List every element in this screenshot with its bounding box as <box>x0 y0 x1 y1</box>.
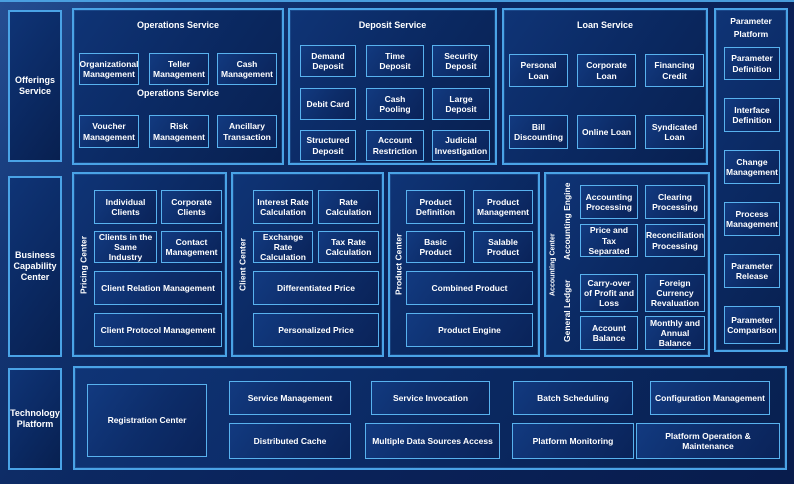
pricing-box: Client Protocol Management <box>94 313 222 347</box>
parameter-box: Parameter Comparison <box>724 306 780 344</box>
accounting-engine-label: Accounting Engine <box>562 182 572 260</box>
parameter-box: Interface Definition <box>724 98 780 132</box>
client-box: Rate Calculation <box>318 190 379 224</box>
product-center-label: Product Center <box>393 233 404 296</box>
client-box: Differentiated Price <box>253 271 379 305</box>
accounting-box: Carry-over of Profit and Loss <box>580 274 638 312</box>
accounting-center-label: Accounting Center <box>549 233 557 296</box>
client-box: Tax Rate Calculation <box>318 231 379 263</box>
client-center-panel: Client Center Interest Rate Calculation … <box>231 172 384 357</box>
pricing-box: Client Relation Management <box>94 271 222 305</box>
deposit-box: Time Deposit <box>366 45 424 77</box>
loan-box: Corporate Loan <box>577 54 636 87</box>
technology-box: Platform Monitoring <box>512 423 634 459</box>
operations-service-subtitle: Operations Service <box>136 88 220 98</box>
deposit-box: Structured Deposit <box>300 130 356 161</box>
operations-box: Organizational Management <box>79 53 139 85</box>
accounting-box: Reconciliation Processing <box>645 224 705 257</box>
parameter-platform-title-line1: Parameter <box>730 16 772 26</box>
technology-platform-panel: Registration Center Service Management S… <box>73 366 787 470</box>
loan-service-title: Loan Service <box>576 20 634 30</box>
accounting-center-panel: Accounting Center Accounting Engine Gene… <box>544 172 710 357</box>
product-box: Basic Product <box>406 231 465 263</box>
general-ledger-label: General Ledger <box>562 279 572 343</box>
parameter-box: Parameter Release <box>724 254 780 288</box>
client-box: Personalized Price <box>253 313 379 347</box>
product-box: Combined Product <box>406 271 533 305</box>
pricing-center-label: Pricing Center <box>78 235 89 294</box>
operations-box: Cash Management <box>217 53 277 85</box>
accounting-box: Monthly and Annual Balance <box>645 316 705 350</box>
accounting-box: Foreign Currency Revaluation <box>645 274 705 312</box>
client-box: Interest Rate Calculation <box>253 190 313 224</box>
deposit-service-panel: Deposit Service Demand Deposit Time Depo… <box>288 8 497 165</box>
deposit-box: Account Restriction <box>366 130 424 161</box>
loan-box: Financing Credit <box>645 54 704 87</box>
rail-technology-platform: Technology Platform <box>8 368 62 470</box>
parameter-platform-panel: Parameter Platform Parameter Definition … <box>714 8 788 352</box>
technology-box: Configuration Management <box>650 381 770 415</box>
deposit-box: Demand Deposit <box>300 45 356 77</box>
accounting-box: Price and Tax Separated <box>580 224 638 257</box>
technology-box: Batch Scheduling <box>513 381 633 415</box>
technology-box: Service Invocation <box>371 381 490 415</box>
accounting-box: Accounting Processing <box>580 185 638 219</box>
deposit-box: Cash Pooling <box>366 88 424 120</box>
operations-box: Voucher Management <box>79 115 139 148</box>
operations-service-panel: Operations Service Organizational Manage… <box>72 8 284 165</box>
technology-box: Registration Center <box>87 384 207 457</box>
parameter-box: Change Management <box>724 150 780 184</box>
product-box: Salable Product <box>473 231 533 263</box>
technology-box: Platform Operation & Maintenance <box>636 423 780 459</box>
parameter-platform-title-line2: Platform <box>733 29 769 39</box>
loan-box: Bill Discounting <box>509 115 568 149</box>
loan-service-panel: Loan Service Personal Loan Corporate Loa… <box>502 8 708 165</box>
technology-box: Service Management <box>229 381 351 415</box>
operations-box: Teller Management <box>149 53 209 85</box>
accounting-box: Clearing Processing <box>645 185 705 219</box>
product-box: Product Definition <box>406 190 465 224</box>
operations-box: Risk Management <box>149 115 209 148</box>
pricing-center-panel: Pricing Center Individual Clients Corpor… <box>72 172 227 357</box>
loan-box: Online Loan <box>577 115 636 149</box>
deposit-service-title: Deposit Service <box>358 20 427 30</box>
pricing-box: Corporate Clients <box>161 190 222 224</box>
parameter-box: Parameter Definition <box>724 47 780 80</box>
deposit-box: Large Deposit <box>432 88 490 120</box>
technology-box: Multiple Data Sources Access <box>365 423 500 459</box>
rail-business-capability-center: Business Capability Center <box>8 176 62 357</box>
pricing-box: Contact Management <box>161 231 222 263</box>
deposit-box: Judicial Investigation <box>432 130 490 161</box>
rail-offerings-service: Offerings Service <box>8 10 62 162</box>
loan-box: Syndicated Loan <box>645 115 704 149</box>
deposit-box: Debit Card <box>300 88 356 120</box>
product-center-panel: Product Center Product Definition Produc… <box>388 172 540 357</box>
parameter-box: Process Management <box>724 202 780 236</box>
product-box: Product Engine <box>406 313 533 347</box>
pricing-box: Individual Clients <box>94 190 157 224</box>
accounting-box: Account Balance <box>580 316 638 350</box>
operations-service-title: Operations Service <box>136 20 220 30</box>
operations-box: Ancillary Transaction <box>217 115 277 148</box>
deposit-box: Security Deposit <box>432 45 490 77</box>
pricing-box: Clients in the Same Industry <box>94 231 157 263</box>
product-box: Product Management <box>473 190 533 224</box>
client-center-label: Client Center <box>237 238 248 291</box>
loan-box: Personal Loan <box>509 54 568 87</box>
technology-box: Distributed Cache <box>229 423 351 459</box>
client-box: Exchange Rate Calculation <box>253 231 313 263</box>
